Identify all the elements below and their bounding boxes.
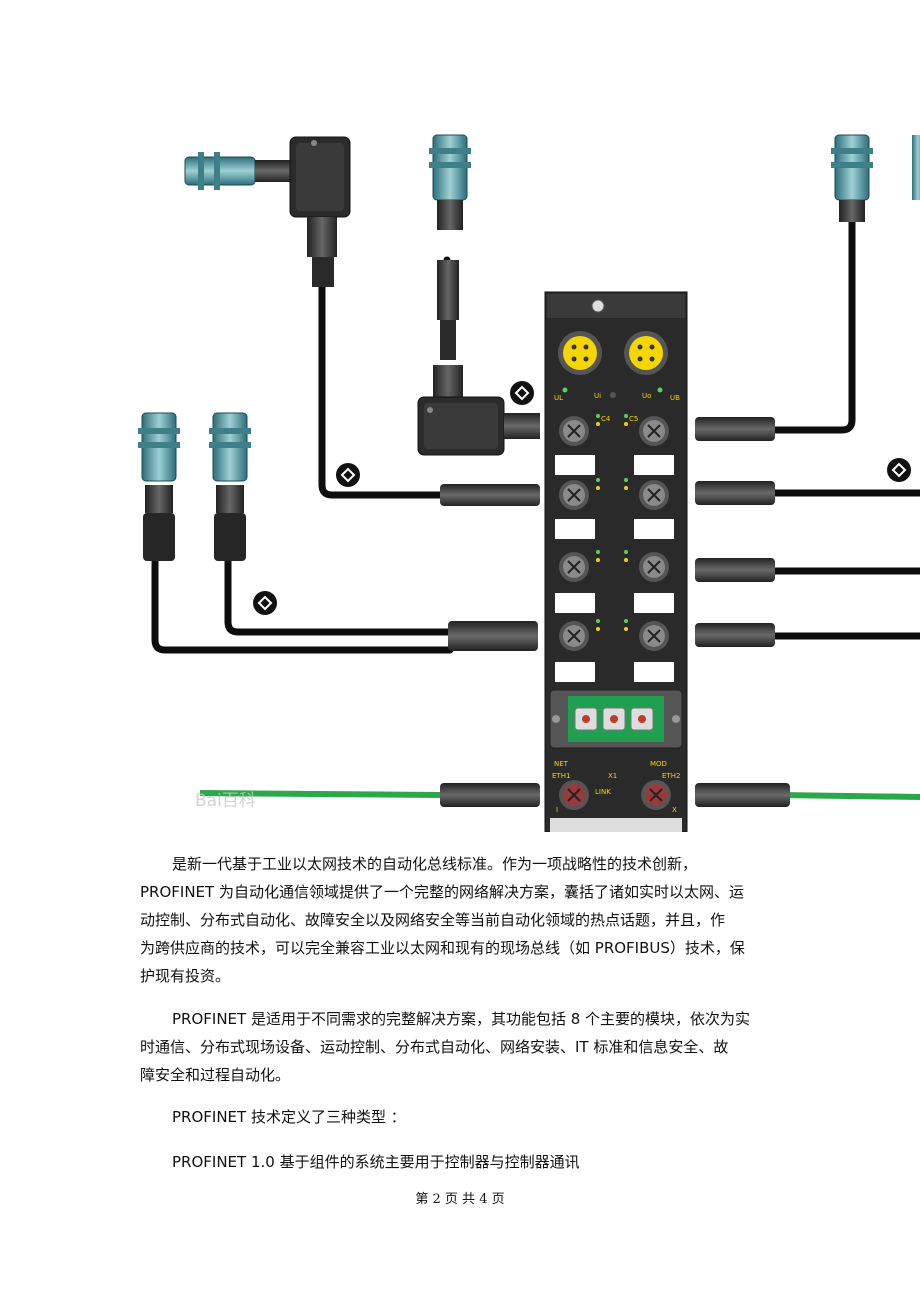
sensor-top-right bbox=[831, 134, 920, 222]
label-mod: MOD bbox=[650, 760, 667, 768]
connector-vertical bbox=[433, 260, 463, 397]
sensor-left-2 bbox=[209, 412, 251, 561]
page-footer: 第 2 页 共 4 页 bbox=[415, 1192, 505, 1207]
text-line: 为跨供应商的技术，可以完全兼容工业以太网和现有的现场总线（如 PROFIBUS）… bbox=[140, 939, 745, 957]
paragraph-types-intro: PROFINET 技术定义了三种类型 ： bbox=[140, 1103, 780, 1131]
label-ui: Ui bbox=[594, 392, 601, 400]
text-line: PROFINET 技术定义了三种类型 ： bbox=[172, 1108, 406, 1126]
paragraph-modules: PROFINET 是适用于不同需求的完整解决方案，其功能包括 8 个主要的模块，… bbox=[140, 1005, 780, 1089]
text-line: 是新一代基于工业以太网技术的自动化总线标准。作为一项战略性的技术创新， bbox=[172, 855, 698, 873]
sensor-top-left bbox=[184, 152, 290, 190]
text-line: PROFINET 为自动化通信领域提供了一个完整的网络解决方案，囊括了诸如实时以… bbox=[140, 883, 744, 901]
cables bbox=[151, 196, 920, 654]
text-line: 动控制、分布式自动化、故障安全以及网络安全等当前自动化领域的热点话题，并且，作 bbox=[140, 911, 726, 929]
text-line: 障安全和过程自动化。 bbox=[140, 1066, 291, 1084]
text-line: 时通信、分布式现场设备、运动控制、分布式自动化、网络安装、IT 标准和信息安全、… bbox=[140, 1038, 729, 1056]
label-x1: X1 bbox=[608, 772, 617, 780]
io-ports bbox=[555, 414, 674, 682]
sensor-top-center bbox=[429, 134, 471, 230]
text-line: PROFINET 是适用于不同需求的完整解决方案，其功能包括 8 个主要的模块，… bbox=[172, 1010, 751, 1028]
label-port-i: I bbox=[556, 806, 558, 814]
t-splitter-top bbox=[289, 136, 351, 287]
label-uo: Uo bbox=[642, 392, 651, 400]
label-ch-a: C4 bbox=[601, 415, 611, 423]
plugs-left bbox=[440, 484, 540, 807]
label-eth1: ETH1 bbox=[552, 772, 570, 780]
sensor-left-1 bbox=[138, 412, 180, 561]
watermark-logo: Bai百科 bbox=[195, 791, 256, 811]
text-line: PROFINET 1.0 基于组件的系统主要用于控制器与控制器通讯 bbox=[172, 1153, 580, 1171]
text-line: 护现有投资。 bbox=[140, 967, 231, 985]
t-splitter-middle bbox=[417, 396, 540, 456]
label-net: NET bbox=[554, 760, 569, 768]
ethernet-cables bbox=[199, 790, 920, 800]
label-ub: UB bbox=[670, 394, 680, 402]
paragraph-intro: 是新一代基于工业以太网技术的自动化总线标准。作为一项战略性的技术创新， PROF… bbox=[140, 850, 780, 990]
io-module bbox=[544, 291, 688, 832]
label-ch-b: C5 bbox=[629, 415, 638, 423]
plugs-right bbox=[695, 417, 790, 807]
label-ul: UL bbox=[554, 394, 563, 402]
label-link: LINK bbox=[595, 788, 611, 796]
label-port-x: X bbox=[672, 806, 677, 814]
label-eth2: ETH2 bbox=[662, 772, 680, 780]
industrial-io-module-figure: Ui Uo UL UB C4 C5 NET MOD ETH1 X1 ETH2 L… bbox=[138, 134, 920, 832]
sync-badges bbox=[253, 381, 911, 615]
paragraph-profinet-1: PROFINET 1.0 基于组件的系统主要用于控制器与控制器通讯 bbox=[140, 1148, 780, 1176]
